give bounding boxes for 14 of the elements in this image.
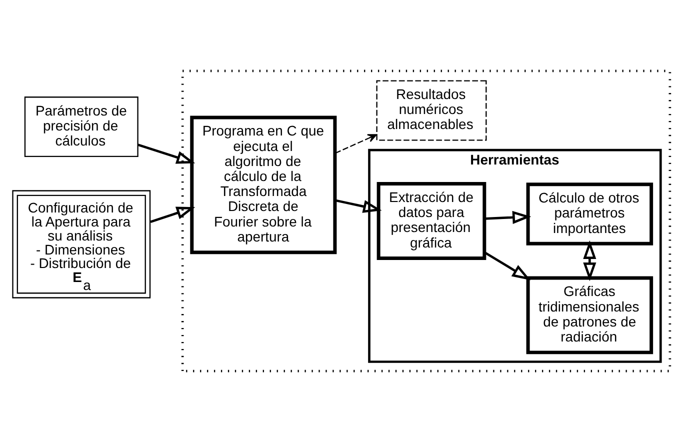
arrow <box>484 210 532 224</box>
arrow <box>583 240 596 282</box>
node-box: Extracción de datos para presentación gráfica <box>376 182 486 260</box>
node-box: Parámetros de precisión de cálculos <box>24 96 138 158</box>
cluster <box>181 70 672 372</box>
arrow <box>335 134 377 154</box>
arrow <box>335 199 382 213</box>
arrow <box>484 251 531 280</box>
node-box: Gráficas tridimensionales de patrones de radiación <box>526 276 654 354</box>
arrow <box>138 144 196 164</box>
node-box: Programa en C que ejecuta el algoritmo de cálculo de la Transformada Discreta de Fourier sobre la apertura <box>190 116 337 254</box>
arrow <box>150 206 196 223</box>
node-box: Cálculo de otros parámetros importantes <box>526 182 654 246</box>
node-box: Resultados numéricos almacenables <box>376 80 487 141</box>
